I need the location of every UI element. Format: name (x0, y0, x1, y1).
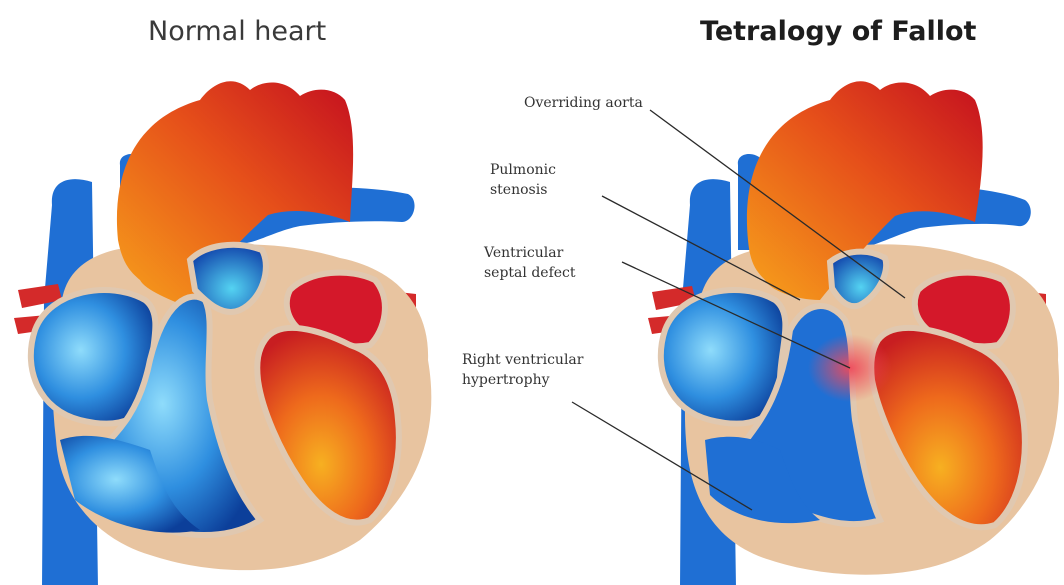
callout-hypertrophy-line-1: Right ventricular (462, 350, 583, 370)
callout-hypertrophy-line-2: hypertrophy (462, 370, 583, 390)
callout-vsd-line-2: septal defect (484, 263, 576, 283)
callout-stenosis-line-1: Pulmonic (490, 160, 556, 180)
callout-stenosis-line-2: stenosis (490, 180, 556, 200)
callout-aorta-line-1: Overriding aorta (524, 93, 643, 113)
callout-right-ventricular-hypertrophy: Right ventricular hypertrophy (462, 350, 583, 390)
tetralogy-heart (648, 81, 1059, 585)
callout-pulmonic-stenosis: Pulmonic stenosis (490, 160, 556, 200)
normal-heart (14, 81, 431, 585)
callout-ventricular-septal-defect: Ventricular septal defect (484, 243, 576, 283)
callout-overriding-aorta: Overriding aorta (524, 93, 643, 113)
callout-vsd-line-1: Ventricular (484, 243, 576, 263)
